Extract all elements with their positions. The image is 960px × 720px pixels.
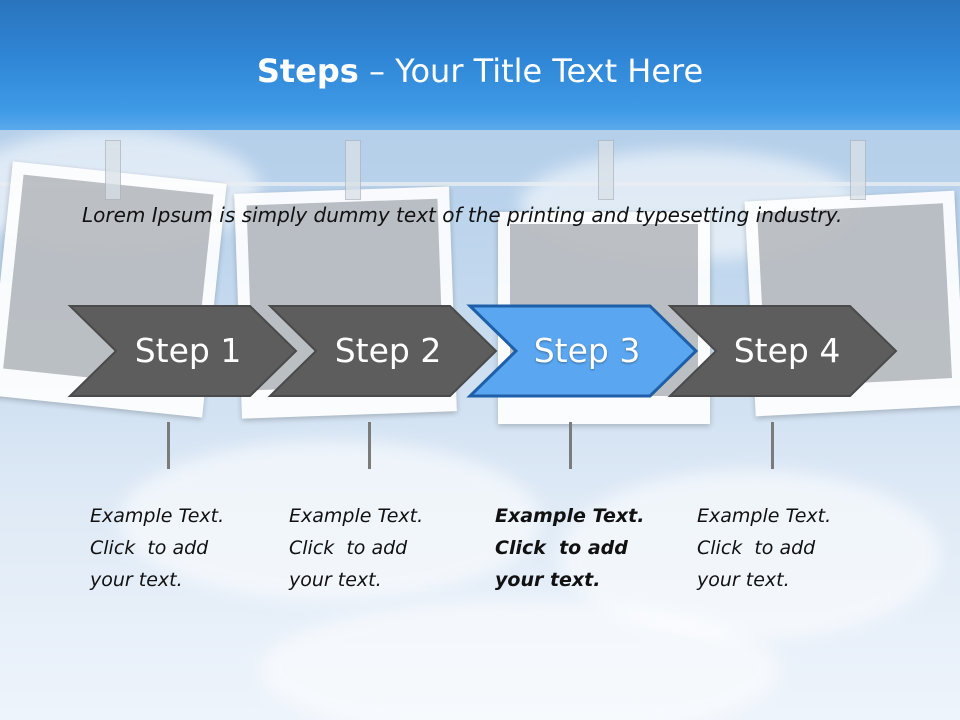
step-text-line: your text.: [289, 569, 382, 591]
step-text-line: your text.: [495, 569, 601, 591]
step-text-line: Click to add: [90, 537, 209, 559]
cloud-decoration: [260, 600, 780, 720]
clothes-peg: [345, 140, 361, 200]
clothes-peg: [105, 140, 121, 200]
step-1-label: Step 1: [134, 331, 242, 370]
step-text-line: Click to add: [495, 537, 628, 559]
step-text-line: your text.: [697, 569, 790, 591]
clothes-peg: [850, 140, 866, 200]
step-2-connector: [368, 422, 371, 469]
clothesline: [0, 182, 960, 186]
step-2-label: Step 2: [334, 331, 442, 370]
step-4-chevron[interactable]: [667, 305, 898, 397]
title-bold: Steps: [256, 52, 359, 90]
step-text-line: Example Text.: [90, 505, 225, 527]
step-text-line: your text.: [90, 569, 183, 591]
step-3-label: Step 3: [533, 331, 641, 370]
step-text-line: Example Text.: [697, 505, 832, 527]
step-1-text[interactable]: Example Text. Click to add your text.: [90, 500, 270, 596]
cloud-decoration: [120, 440, 540, 600]
step-text-line: Click to add: [697, 537, 816, 559]
clothes-peg: [598, 140, 614, 200]
title-text: – Your Title Text Here: [358, 52, 704, 90]
step-text-line: Example Text.: [495, 505, 645, 527]
step-3-text[interactable]: Example Text. Click to add your text.: [495, 500, 675, 596]
step-1-connector: [167, 422, 170, 469]
step-1-chevron[interactable]: [67, 305, 298, 397]
step-4-connector: [771, 422, 774, 469]
step-2-text[interactable]: Example Text. Click to add your text.: [289, 500, 469, 596]
step-3-chevron[interactable]: [466, 304, 699, 398]
title-bar: [0, 0, 960, 130]
step-4-label: Step 4: [733, 331, 841, 370]
slide-title[interactable]: Steps – Your Title Text Here: [0, 52, 960, 90]
step-text-line: Example Text.: [289, 505, 424, 527]
step-2-chevron[interactable]: [267, 305, 498, 397]
step-3-connector: [569, 422, 572, 469]
step-text-line: Click to add: [289, 537, 408, 559]
step-4-text[interactable]: Example Text. Click to add your text.: [697, 500, 877, 596]
intro-text[interactable]: Lorem Ipsum is simply dummy text of the …: [82, 203, 843, 227]
